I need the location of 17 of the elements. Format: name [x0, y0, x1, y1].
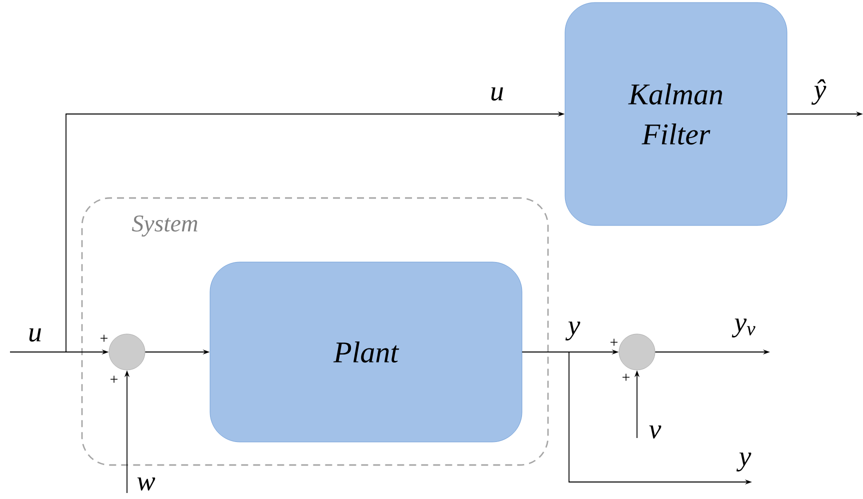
signal-label: u — [29, 328, 41, 342]
signal-label: v — [649, 425, 662, 439]
group-title: System — [132, 215, 198, 237]
signal-label: y$_{v}$ — [732, 318, 756, 338]
signal-label: y — [565, 322, 580, 340]
process-box: Plant — [210, 262, 522, 442]
sign-label: + — [100, 334, 108, 342]
sign-label: + — [110, 376, 118, 383]
signal-label: w — [137, 477, 156, 491]
signal-label: u — [491, 87, 503, 101]
signal-label: y — [736, 452, 752, 472]
sum-junction — [618, 334, 656, 370]
sign-label: + — [622, 374, 630, 381]
sign-label: + — [610, 338, 618, 346]
process-box: Kalman Filter — [564, 2, 788, 226]
sum-junction — [108, 334, 146, 370]
signal-label: ŷ — [811, 79, 826, 105]
